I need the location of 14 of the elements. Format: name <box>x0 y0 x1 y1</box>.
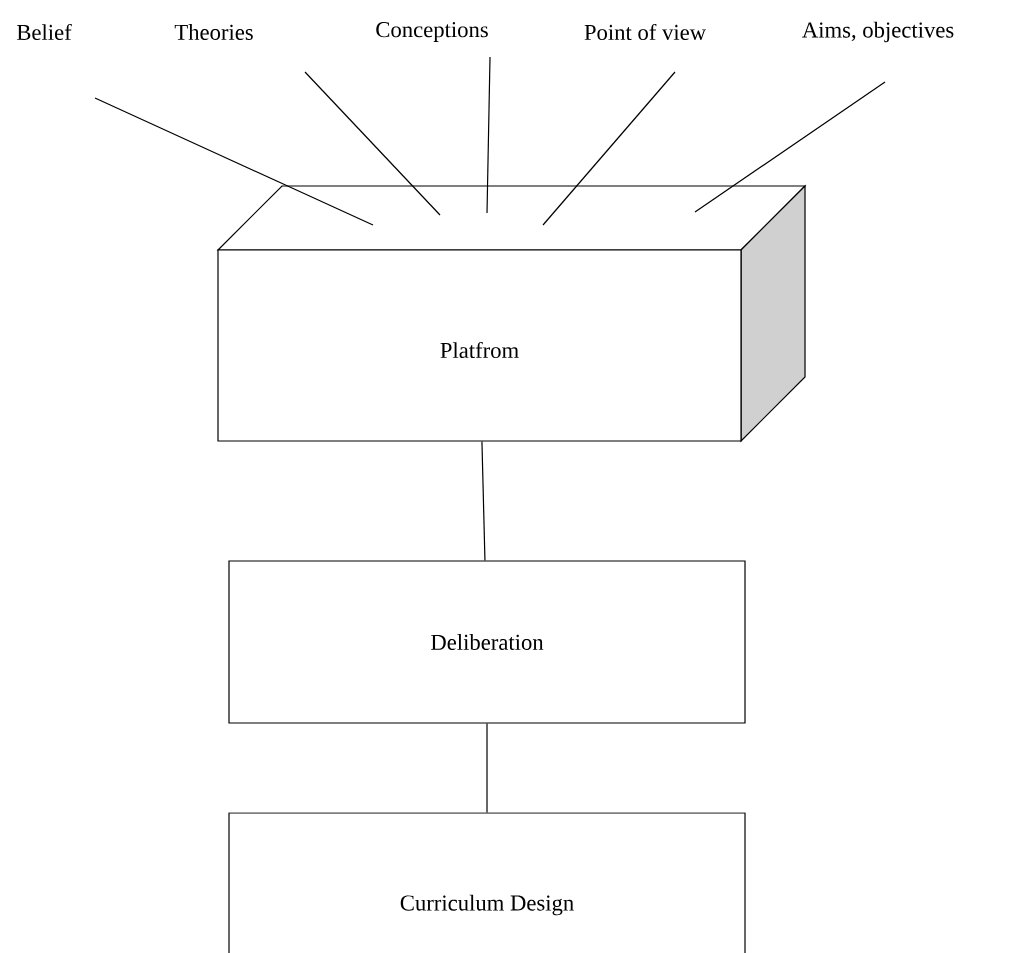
label-text: Theories <box>174 24 253 40</box>
process-box: Curriculum Design <box>228 812 746 953</box>
connector-line <box>304 71 441 216</box>
label-text: Point of view <box>584 23 706 41</box>
label-text: Aims, objectives <box>802 21 954 43</box>
connector-line <box>542 71 676 226</box>
label-text: Belief <box>16 23 72 41</box>
connector-line <box>94 97 374 226</box>
connector-line <box>481 441 486 561</box>
label-text: Conceptions <box>376 22 488 42</box>
connector-line <box>694 81 886 213</box>
connector-line <box>486 56 491 214</box>
connector-line <box>486 723 488 813</box>
process-box: Deliberation <box>228 560 746 724</box>
